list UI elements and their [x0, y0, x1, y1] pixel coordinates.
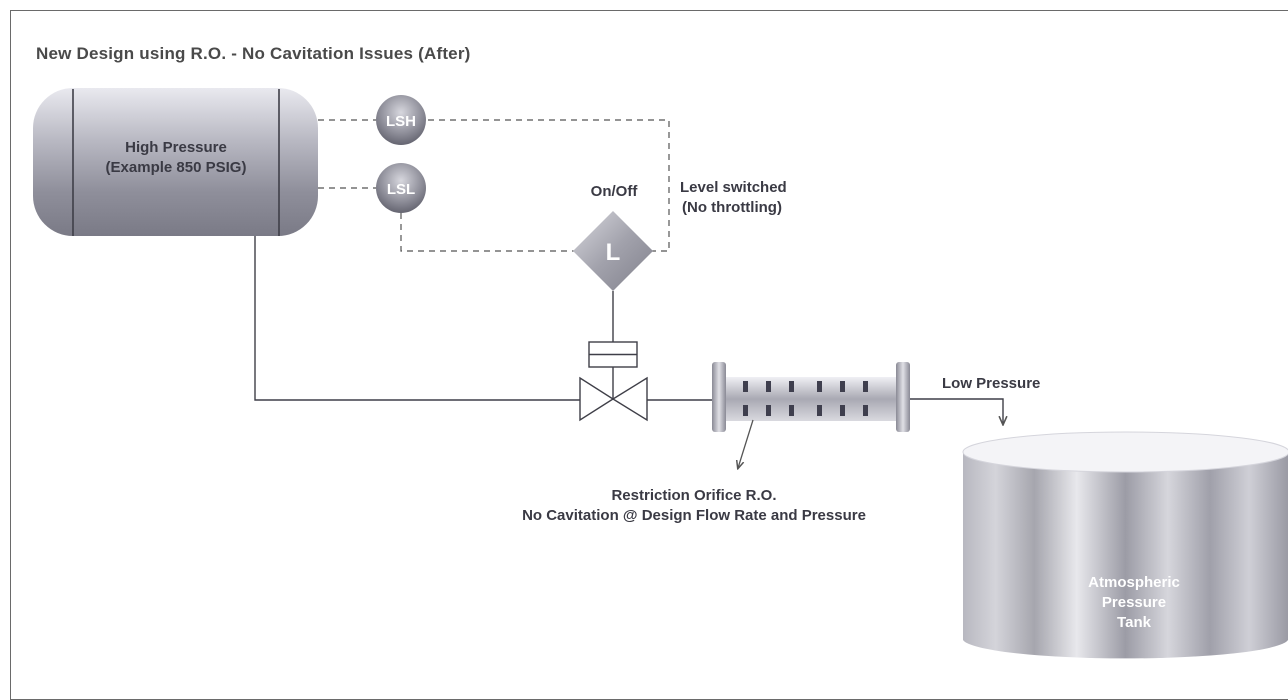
- annotation-line1: Level switched: [680, 179, 787, 196]
- high-pressure-vessel: High Pressure (Example 850 PSIG): [33, 88, 318, 236]
- controller-letter: L: [606, 239, 621, 266]
- diagram-title: New Design using R.O. - No Cavitation Is…: [36, 44, 471, 63]
- vessel-label-line1: High Pressure: [125, 139, 227, 156]
- process-pipe: [254, 236, 1003, 424]
- level-controller: L: [573, 211, 653, 291]
- tank-label-line3: Tank: [1117, 614, 1152, 631]
- outlet-label: Low Pressure: [942, 375, 1040, 392]
- tank-label-line2: Pressure: [1102, 594, 1166, 611]
- annotation-line2: (No throttling): [682, 199, 782, 216]
- orifice-label-line2: No Cavitation @ Design Flow Rate and Pre…: [522, 507, 866, 524]
- restriction-orifice: [712, 362, 910, 432]
- atmospheric-tank: Atmospheric Pressure Tank: [962, 431, 1288, 659]
- control-valve: [579, 376, 648, 422]
- lsl-switch: LSL: [376, 163, 426, 213]
- controller-mode-label: On/Off: [591, 183, 639, 200]
- lsh-switch: LSH: [376, 95, 426, 145]
- orifice-label-line1: Restriction Orifice R.O.: [611, 487, 776, 504]
- vessel-label-line2: (Example 850 PSIG): [106, 159, 247, 176]
- lsl-label: LSL: [387, 181, 415, 198]
- orifice-pointer-arrow: [738, 419, 754, 468]
- lsl-signal-line-bottom: [400, 213, 574, 252]
- signal-lines: [318, 119, 670, 252]
- lsh-label: LSH: [386, 113, 416, 130]
- valve-actuator: [588, 291, 638, 399]
- tank-label-line1: Atmospheric: [1088, 574, 1180, 591]
- process-diagram: High Pressure (Example 850 PSIG) LSH LSL…: [33, 88, 1288, 659]
